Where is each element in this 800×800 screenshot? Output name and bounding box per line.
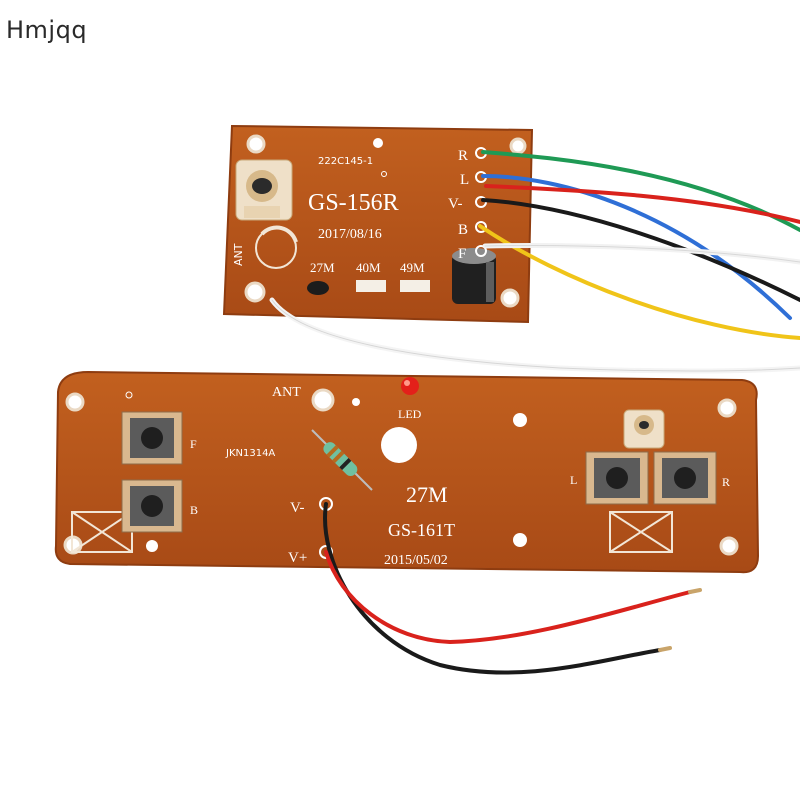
button-b[interactable]	[121, 479, 183, 533]
button-l-label: L	[570, 473, 577, 487]
receiver-ant-label: ANT	[232, 243, 245, 266]
transmitter-ant-label: ANT	[272, 385, 301, 400]
receiver-wires	[269, 150, 800, 374]
receiver-freq-49m: 49M	[400, 260, 425, 275]
button-f-label: F	[190, 437, 197, 451]
transmitter-board: ANT LED JKN1314A 27M GS-161T 2015/05/02 …	[54, 370, 760, 574]
transmitter-freq: 27M	[406, 482, 448, 507]
resistor-component	[311, 429, 373, 491]
receiver-pin-vminus: V-	[448, 196, 462, 212]
transmitter-wires	[323, 502, 702, 675]
receiver-date: 2017/08/16	[318, 227, 382, 242]
receiver-freq-40m: 40M	[356, 260, 381, 275]
transmitter-model: GS-161T	[388, 520, 455, 540]
led-label: LED	[398, 407, 422, 421]
receiver-pin-r: R	[458, 148, 468, 164]
transmitter-date: 2015/05/02	[384, 553, 448, 568]
receiver-pin-l: L	[460, 172, 469, 188]
receiver-pin-b: B	[458, 222, 468, 238]
receiver-pin-f: F	[458, 246, 466, 262]
coil-component	[235, 159, 293, 221]
button-r[interactable]	[653, 451, 717, 505]
receiver-model: GS-156R	[308, 190, 399, 216]
button-r-label: R	[722, 475, 730, 489]
button-b-label: B	[190, 503, 198, 517]
button-l[interactable]	[585, 451, 649, 505]
vplus-label: V+	[288, 550, 307, 566]
trimmer-component	[623, 409, 665, 449]
brand-watermark: Hmjqq	[6, 16, 88, 44]
receiver-code: 222C145-1	[318, 156, 373, 167]
receiver-board: ANT 222C145-1 GS-156R 2017/08/16 27M 40M…	[222, 124, 534, 324]
part-number: JKN1314A	[225, 448, 275, 459]
led-component	[401, 377, 419, 395]
vminus-label: V-	[290, 500, 304, 516]
receiver-freq-27m: 27M	[310, 260, 335, 275]
button-f[interactable]	[121, 411, 183, 465]
